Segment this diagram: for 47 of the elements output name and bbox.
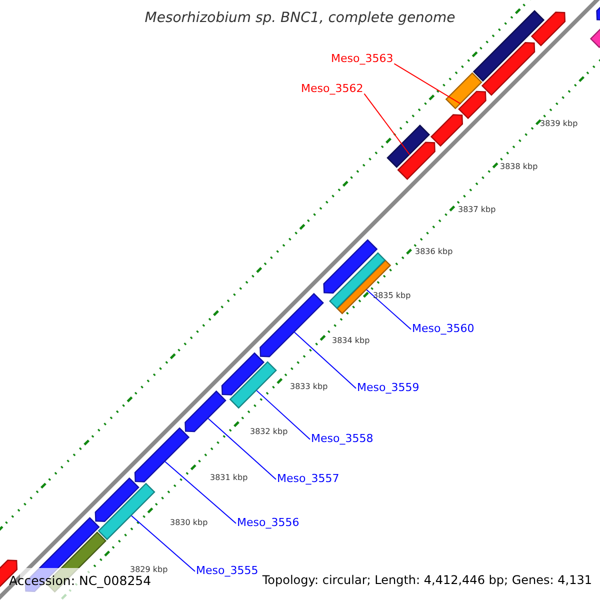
gene-feature — [445, 72, 482, 110]
gene-feature — [386, 124, 430, 168]
scale-label: 3835 kbp — [373, 291, 411, 300]
gene-feature — [481, 42, 536, 96]
scale-label: 3837 kbp — [458, 205, 496, 214]
leader-line — [164, 461, 236, 524]
gene-feature — [229, 361, 277, 409]
gene-label: Meso_3558 — [311, 433, 374, 446]
genome-info: Topology: circular; Length: 4,412,446 bp; Genes: 4,131 — [262, 574, 592, 588]
scale-label: 3834 kbp — [332, 336, 370, 346]
gene-label: Meso_3556 — [237, 517, 300, 530]
gene-feature — [458, 90, 486, 120]
leader-line — [208, 418, 276, 480]
accession-label: Accession: NC_008254 — [9, 574, 152, 588]
gene-feature — [430, 114, 464, 147]
scale-label: 3839 kbp — [540, 119, 578, 128]
gene-label: Meso_3563 — [331, 53, 394, 66]
leader-line — [394, 63, 462, 104]
leader-line — [364, 93, 410, 156]
gene-feature — [98, 482, 156, 540]
scale-label: 3836 kbp — [415, 247, 453, 256]
scale-label: 3829 kbp — [130, 565, 168, 574]
gene-feature — [184, 390, 226, 432]
scale-label: 3833 kbp — [290, 382, 328, 392]
title: Mesorhizobium sp. BNC1, complete genome — [144, 10, 456, 26]
gene-label: Meso_3557 — [277, 473, 340, 486]
scale-label: 3830 kbp — [170, 518, 208, 528]
scale-label: 3838 kbp — [500, 162, 538, 172]
gene-feature — [472, 10, 545, 82]
leader-line — [256, 390, 310, 440]
gene-label: Meso_3559 — [357, 382, 420, 395]
gene-feature — [530, 12, 566, 46]
scale-label: 3831 kbp — [210, 473, 248, 482]
gene-label: Meso_3562 — [301, 83, 364, 96]
gene-feature — [260, 292, 324, 358]
scale-label: 3832 kbp — [250, 427, 288, 436]
gene-feature — [336, 260, 392, 314]
gene-feature — [94, 477, 140, 522]
gene-feature — [134, 427, 190, 482]
gene-label: Meso_3555 — [196, 565, 258, 578]
gene-feature — [221, 352, 265, 396]
leader-line — [366, 289, 412, 330]
leader-line — [294, 332, 356, 389]
gene-label: Meso_3560 — [412, 323, 474, 336]
gene-feature — [323, 239, 378, 294]
leader-line — [130, 515, 196, 572]
gene-feature — [397, 142, 436, 180]
